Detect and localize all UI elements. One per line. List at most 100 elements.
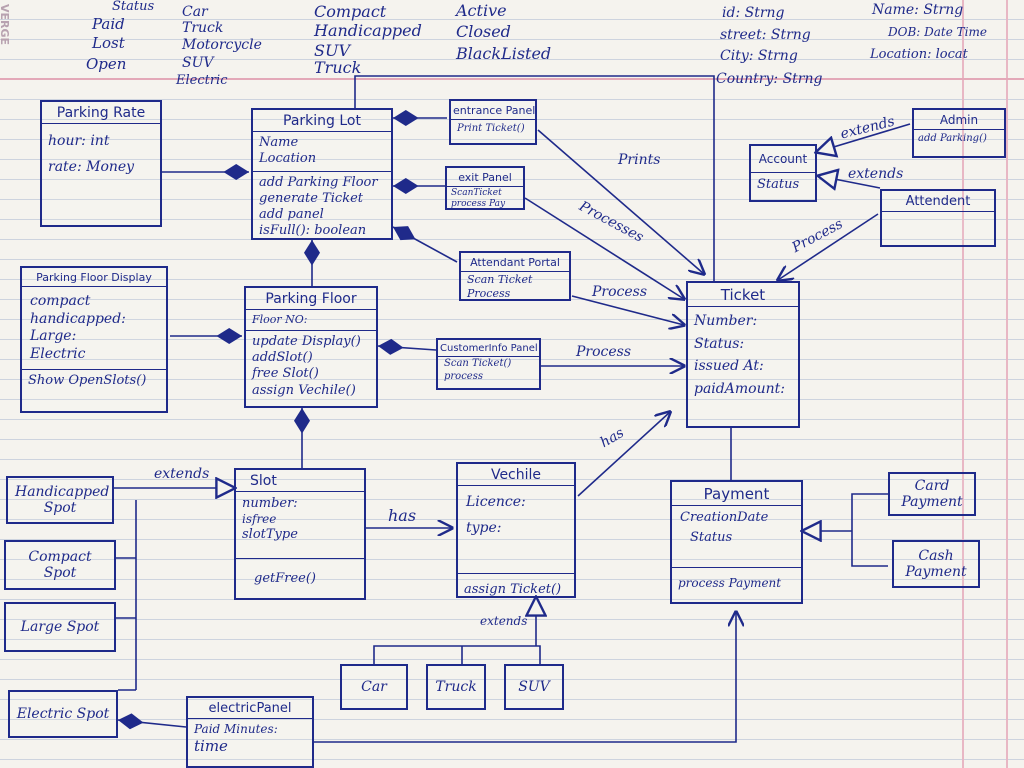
label-extends-vehicle: extends bbox=[480, 614, 528, 628]
class-truck: Truck bbox=[426, 664, 486, 710]
class-payment: Payment CreationDate Status process Paym… bbox=[670, 480, 803, 604]
class-title: Slot bbox=[236, 470, 364, 492]
class-attendant-portal: Attendant Portal Scan Ticket Process bbox=[459, 251, 571, 301]
class-ticket: Ticket Number: Status: issued At: paidAm… bbox=[686, 281, 800, 428]
class-title: electricPanel bbox=[188, 698, 312, 719]
method-process-payment: process Payment bbox=[678, 575, 782, 590]
class-entrance-panel: entrance Panel Print Ticket() bbox=[449, 99, 537, 145]
class-title: Admin bbox=[914, 110, 1004, 130]
attr-slot-type: slotType bbox=[242, 527, 298, 543]
class-parking-floor-display: Parking Floor Display compact handicappe… bbox=[20, 266, 168, 413]
method-scan-ticket: Scan Ticket() bbox=[444, 358, 512, 369]
margin-line bbox=[962, 0, 964, 768]
class-card-payment: Card Payment bbox=[888, 472, 976, 516]
header-spot-suv: SUV bbox=[314, 41, 350, 60]
attr-status: Status: bbox=[694, 335, 745, 352]
header-vehicle-electric: Electric bbox=[176, 73, 228, 88]
header-status-title: Status bbox=[112, 0, 155, 14]
class-title: Parking Floor bbox=[246, 288, 376, 310]
header-ticket-closed: Closed bbox=[456, 22, 511, 41]
header-vehicle-car: Car bbox=[182, 4, 208, 20]
method-process-pay: process Pay bbox=[451, 199, 506, 210]
attr-paid-minutes: Paid Minutes: bbox=[194, 722, 278, 736]
method-generate-ticket: generate Ticket bbox=[259, 190, 363, 206]
attr-issued-at: issued At: bbox=[694, 358, 764, 374]
label-extends-attendant: extends bbox=[848, 166, 904, 182]
class-title: Ticket bbox=[688, 283, 798, 307]
class-title: Payment bbox=[672, 482, 801, 506]
header-person-location: Location: locat bbox=[870, 47, 968, 62]
class-parking-floor: Parking Floor Floor NO: update Display()… bbox=[244, 286, 378, 408]
class-suv: SUV bbox=[504, 664, 564, 710]
box-label: SUV bbox=[518, 678, 550, 695]
method-print-ticket: Print Ticket() bbox=[457, 123, 525, 134]
class-handicapped-spot: Handicapped Spot bbox=[6, 476, 114, 524]
method-get-free: getFree() bbox=[254, 570, 317, 586]
method-update-display: update Display() bbox=[252, 333, 361, 349]
label-extends-slot: extends bbox=[154, 466, 210, 482]
header-vehicle-motorcycle: Motorcycle bbox=[182, 37, 262, 53]
method-add-slot: addSlot() bbox=[252, 350, 313, 365]
method-assign-vehicle: assign Vechile() bbox=[252, 382, 356, 398]
box-label: Compact Spot bbox=[28, 548, 92, 581]
class-title: Parking Rate bbox=[42, 102, 160, 124]
header-person-name: Name: Strng bbox=[872, 2, 964, 18]
class-parking-lot: Parking Lot Name Location add Parking Fl… bbox=[251, 108, 393, 240]
method-free-slot: free Slot() bbox=[252, 366, 319, 382]
header-ticket-blacklisted: BlackListed bbox=[456, 44, 552, 63]
class-title: exit Panel bbox=[447, 168, 523, 187]
class-title: CustomerInfo Panel bbox=[438, 340, 539, 357]
attr-large: Large: bbox=[30, 328, 77, 344]
box-label: Card Payment bbox=[901, 477, 963, 510]
header-address-street: street: Strng bbox=[720, 27, 811, 43]
header-vehicle-truck: Truck bbox=[182, 20, 224, 36]
attr-name: Name bbox=[259, 135, 299, 150]
box-label: Handicapped Spot bbox=[15, 483, 110, 516]
attr-is-free: isfree bbox=[242, 512, 277, 527]
header-spot-truck: Truck bbox=[314, 58, 362, 77]
method-process: Process bbox=[467, 286, 511, 300]
box-label: Electric Spot bbox=[16, 705, 110, 722]
class-account: Account Status bbox=[749, 144, 817, 202]
class-electric-spot: Electric Spot bbox=[8, 690, 118, 738]
label-has-vehicle: has bbox=[388, 506, 417, 525]
method-add-parking: add Parking() bbox=[918, 133, 987, 144]
method-assign-ticket: assign Ticket() bbox=[464, 582, 562, 597]
header-address-id: id: Strng bbox=[722, 5, 785, 21]
header-ticket-active: Active bbox=[456, 1, 507, 20]
attr-creation-date: CreationDate bbox=[680, 510, 769, 525]
header-status-paid: Paid bbox=[92, 15, 125, 33]
method-scan-ticket: Scan Ticket bbox=[467, 273, 533, 286]
class-cash-payment: Cash Payment bbox=[892, 540, 980, 588]
class-compact-spot: Compact Spot bbox=[4, 540, 116, 590]
header-address-country: Country: Strng bbox=[716, 71, 823, 87]
class-title: Attendant Portal bbox=[461, 253, 569, 272]
attr-status: Status bbox=[757, 177, 800, 192]
method-scan-ticket: ScanTicket bbox=[451, 188, 502, 198]
box-label: Cash Payment bbox=[905, 547, 967, 580]
method-process: process bbox=[444, 370, 483, 382]
method-add-parking-floor: add Parking Floor bbox=[259, 174, 378, 190]
class-large-spot: Large Spot bbox=[4, 602, 116, 652]
attr-licence: Licence: bbox=[466, 494, 526, 510]
class-customer-info-panel: CustomerInfo Panel Scan Ticket() process bbox=[436, 338, 541, 390]
attr-number: Number: bbox=[694, 313, 758, 329]
top-rule bbox=[0, 78, 1024, 80]
method-is-full: isFull(): boolean bbox=[259, 223, 367, 239]
box-label: Car bbox=[361, 678, 387, 695]
attr-floor-no: Floor NO: bbox=[252, 313, 308, 326]
header-spot-compact: Compact bbox=[314, 2, 387, 21]
label-process-attendant-portal: Process bbox=[592, 284, 648, 300]
class-title: Parking Lot bbox=[253, 110, 391, 132]
attr-paid-amount: paidAmount: bbox=[694, 380, 785, 397]
label-process-customer-panel: Process bbox=[576, 344, 632, 360]
class-title: Account bbox=[751, 146, 815, 173]
attr-location: Location bbox=[259, 151, 317, 167]
class-vehicle: Vechile Licence: type: assign Ticket() bbox=[456, 462, 576, 598]
class-title: Parking Floor Display bbox=[22, 268, 166, 287]
header-person-dob: DOB: Date Time bbox=[888, 25, 987, 39]
method-show-open-slots: Show OpenSlots() bbox=[28, 373, 147, 388]
attr-status: Status bbox=[690, 530, 733, 546]
